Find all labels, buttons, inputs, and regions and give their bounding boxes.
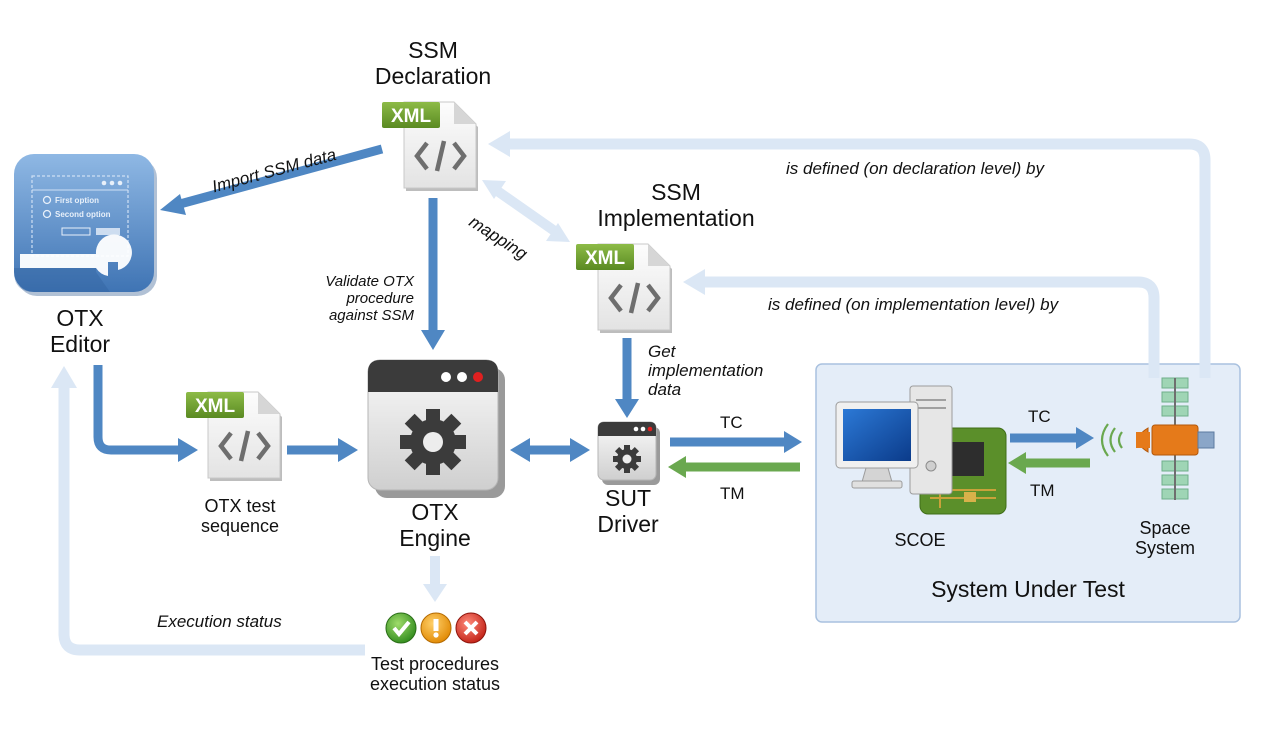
- arrow-execution-status: [58, 384, 365, 656]
- arrowhead-engine-driver-left: [510, 438, 530, 462]
- label-line: against SSM: [328, 306, 414, 324]
- ssm-implementation-title: SSM Implementation: [576, 179, 776, 232]
- arrowhead-get-implementation: [615, 399, 639, 418]
- edge-label-execution-status: Execution status: [157, 612, 282, 631]
- arrowhead-tm-driver: [668, 456, 686, 478]
- arrowhead-engine-driver-right: [570, 438, 590, 462]
- title-line: Space: [1139, 518, 1191, 538]
- arrowhead-validate: [421, 330, 445, 350]
- label-line: procedure: [346, 289, 414, 307]
- title-line: execution status: [369, 674, 501, 695]
- title-line: SSM: [651, 179, 701, 205]
- title-line: SSM: [408, 37, 458, 63]
- title-line: OTX: [56, 305, 104, 331]
- scoe-computer-icon[interactable]: [835, 385, 1007, 515]
- ssm-implementation-xml-icon[interactable]: XML: [576, 243, 672, 333]
- success-check-icon: [385, 612, 417, 644]
- arrow-import-ssm: [178, 144, 384, 209]
- arrowhead-mapping-bottom: [546, 223, 570, 242]
- title-line: Driver: [597, 510, 659, 537]
- arrowhead-engine-status: [423, 584, 447, 602]
- edge-label-tc-scoe: TC: [1028, 407, 1051, 426]
- edge-label-tm-driver: TM: [720, 484, 745, 503]
- title-line: SUT: [605, 485, 651, 511]
- edge-label-get-implementation: Get implementation data: [648, 342, 763, 399]
- xml-tag-label: XML: [195, 396, 236, 417]
- gear-icon: [400, 409, 466, 475]
- scoe-title: SCOE: [894, 530, 946, 550]
- arrow-editor-sequence: [93, 365, 180, 455]
- edge-label-defined-declaration: is defined (on declaration level) by: [786, 159, 1044, 178]
- arrowhead-import-ssm: [160, 194, 186, 215]
- arrowhead-tc-driver: [784, 431, 802, 453]
- xml-tag-label: XML: [391, 106, 432, 127]
- otx-editor-icon[interactable]: First option Second option: [14, 154, 157, 296]
- sut-driver-title: SUT Driver: [582, 485, 674, 538]
- status-title: Test procedures execution status: [350, 654, 520, 694]
- arrow-defined-declaration: [505, 138, 1211, 378]
- title-line: OTX test: [204, 496, 276, 516]
- space-system-satellite-icon[interactable]: [1100, 377, 1215, 500]
- arrow-mapping: [493, 185, 559, 237]
- title-line: OTX: [411, 499, 459, 525]
- label-line: Validate OTX: [325, 273, 414, 290]
- space-system-title: Space System: [1120, 518, 1210, 558]
- arrow-defined-implementation: [700, 276, 1160, 378]
- title-line: System: [1134, 538, 1195, 559]
- otx-test-sequence-xml-icon[interactable]: XML: [186, 391, 282, 481]
- otx-test-sequence-title: OTX test sequence: [180, 496, 300, 536]
- title-line: Implementation: [597, 204, 755, 231]
- xml-tag-label: XML: [585, 248, 626, 269]
- error-cross-icon: [455, 612, 487, 644]
- arrowhead-mapping-top: [482, 180, 506, 199]
- editor-option-2: Second option: [55, 210, 111, 219]
- otx-editor-title: OTX Editor: [30, 305, 130, 358]
- sut-driver-icon[interactable]: [597, 421, 660, 485]
- arrowhead-sequence-engine: [338, 438, 358, 462]
- label-line: data: [648, 380, 682, 400]
- arrowhead-defined-declaration: [488, 131, 510, 157]
- system-under-test-title: System Under Test: [931, 576, 1125, 602]
- arrowhead-execution-status: [51, 366, 77, 388]
- otx-engine-title: OTX Engine: [380, 499, 490, 552]
- title-line: Test procedures: [370, 654, 500, 674]
- title-line: Editor: [49, 330, 111, 357]
- edge-label-tc-driver: TC: [720, 413, 743, 432]
- arrowhead-tc-scoe: [1076, 427, 1094, 449]
- label-line: Get: [648, 342, 676, 361]
- ssm-declaration-title: SSM Declaration: [340, 37, 526, 90]
- gear-icon: [613, 445, 641, 473]
- otx-engine-icon[interactable]: [367, 359, 505, 498]
- arrowhead-editor-sequence: [178, 438, 198, 462]
- edge-label-validate: Validate OTX procedure against SSM: [296, 273, 414, 324]
- warning-exclamation-icon: [420, 612, 452, 644]
- title-line: Engine: [399, 524, 471, 551]
- title-line: sequence: [200, 516, 280, 537]
- arrowhead-defined-implementation: [683, 269, 705, 295]
- label-line: implementation: [648, 361, 764, 381]
- arrowhead-tm-scoe: [1008, 452, 1026, 474]
- edge-label-tm-scoe: TM: [1030, 481, 1055, 500]
- ssm-declaration-xml-icon[interactable]: XML: [382, 101, 478, 191]
- edge-label-defined-implementation: is defined (on implementation level) by: [768, 295, 1059, 314]
- editor-option-1: First option: [55, 196, 99, 205]
- title-line: Declaration: [374, 62, 492, 89]
